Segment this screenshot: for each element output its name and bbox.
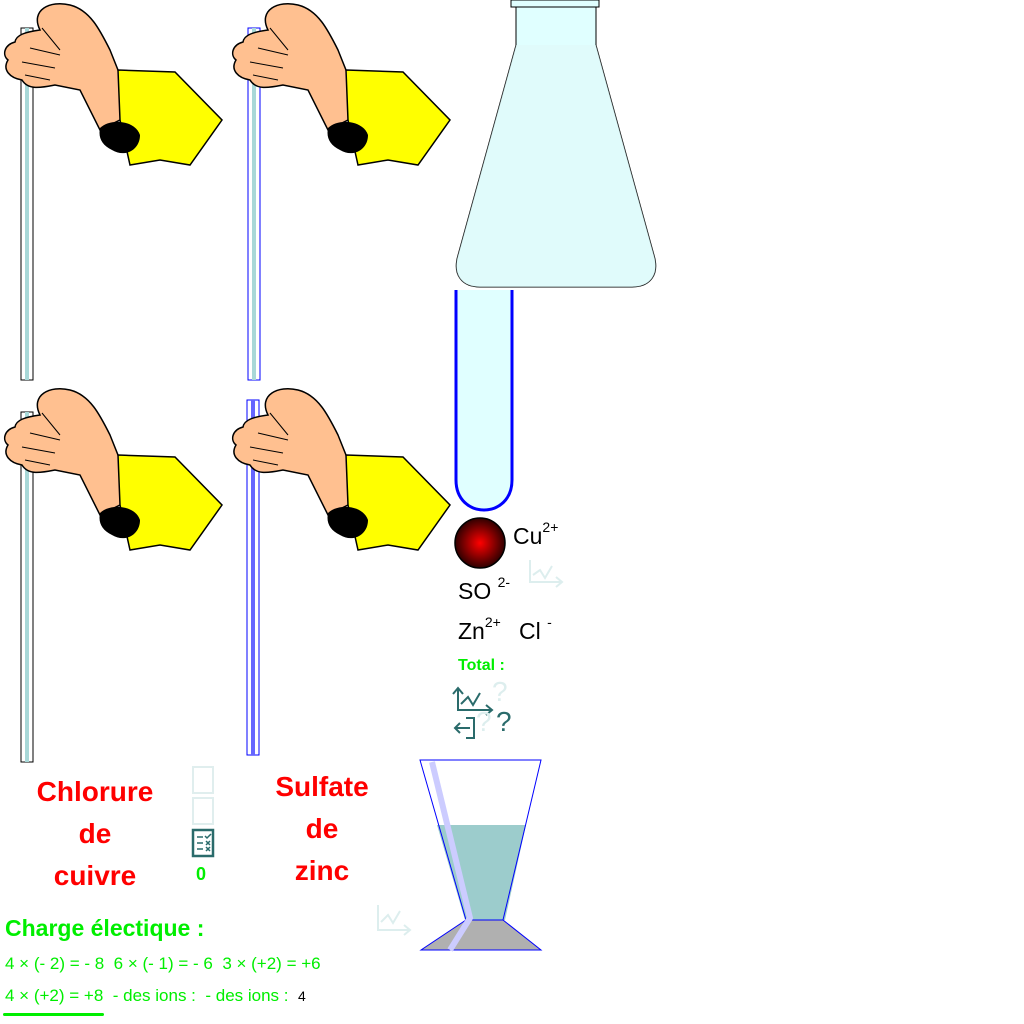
ions-label: - des ions : [112, 986, 196, 1005]
hand-4 [231, 387, 451, 551]
ion-charge: - [547, 614, 552, 630]
label-line: de [305, 813, 339, 844]
ion-charge: 2- [497, 574, 511, 590]
solution-label-copper-chloride[interactable]: Chlorure de cuivre [20, 771, 170, 897]
equation[interactable]: 3 × (+2) = +6 [222, 954, 321, 973]
copper-ion-sphere[interactable] [454, 517, 506, 569]
hand-1 [3, 2, 223, 166]
underline-bar [3, 1013, 104, 1016]
ion-symbol: Cu [513, 523, 543, 549]
help-icon[interactable]: ? [476, 706, 492, 737]
label-line: zinc [294, 855, 350, 886]
equation[interactable]: 6 × (- 1) = - 6 [113, 954, 213, 973]
ion-count: 4 [297, 988, 306, 1004]
checklist-icon[interactable] [192, 766, 214, 825]
total-label: Total : [458, 657, 505, 674]
label-line: Sulfate [275, 771, 369, 802]
checklist-icon-active[interactable] [191, 828, 215, 858]
label-line: Chlorure [36, 776, 154, 807]
equation-row-2: 4 × (+2) = +8 - des ions : - des ions : … [5, 986, 306, 1006]
ion-charge: 2+ [542, 519, 559, 535]
ion-cl[interactable]: Cl - [519, 614, 552, 645]
beaker [419, 759, 543, 952]
solution-tube [454, 290, 514, 512]
help-icon[interactable]: ? [496, 706, 512, 737]
exit-icon[interactable] [453, 717, 475, 739]
graph-icon[interactable] [529, 560, 564, 588]
charge-title: Charge électique : [5, 915, 205, 941]
erlenmeyer-flask [455, 0, 657, 288]
ions-label: - des ions : [205, 986, 289, 1005]
graph-icon[interactable] [377, 905, 412, 936]
ion-symbol: Zn [458, 618, 485, 644]
ion-symbol: Cl [519, 618, 541, 644]
ion-symbol: SO [458, 578, 492, 604]
label-line: cuivre [53, 860, 137, 891]
graph-icon[interactable] [452, 686, 494, 716]
score-value: 0 [196, 864, 207, 884]
solution-label-zinc-sulfate[interactable]: Sulfate de zinc [247, 766, 397, 892]
equation[interactable]: 4 × (- 2) = - 8 [5, 954, 105, 973]
hand-2 [231, 2, 451, 166]
help-icon[interactable]: ? [492, 676, 508, 707]
hand-3 [3, 387, 223, 551]
ion-cu[interactable]: Cu2+ [513, 519, 558, 550]
label-line: de [78, 818, 112, 849]
ion-zn[interactable]: Zn2+ [458, 614, 501, 645]
ion-charge: 2+ [484, 614, 501, 630]
equation[interactable]: 4 × (+2) = +8 [5, 986, 104, 1005]
ion-so4[interactable]: SO 2- [458, 574, 510, 605]
equation-row-1: 4 × (- 2) = - 8 6 × (- 1) = - 6 3 × (+2)… [5, 954, 321, 974]
